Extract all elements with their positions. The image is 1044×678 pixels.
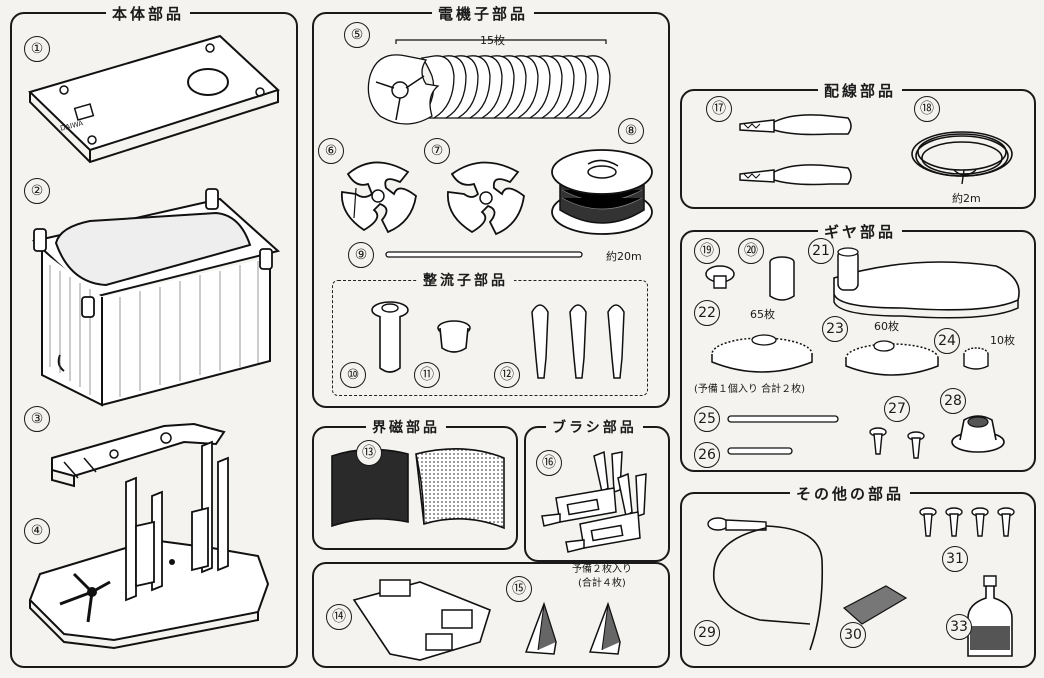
armature-core-6-illustration: [334, 148, 424, 238]
body-parts-title: 本体部品: [106, 3, 191, 24]
wiring-parts-title: 配線部品: [818, 80, 903, 101]
coil-wire-illustration: [546, 148, 658, 240]
part-number-22: 22: [694, 300, 720, 326]
body-parts-panel: 本体部品: [10, 3, 298, 668]
lower-parts-panel: [312, 562, 670, 668]
armature-sheets-illustration: [356, 36, 636, 146]
part-number-19: ⑲: [694, 238, 720, 264]
commutator-parts-title: 整流子部品: [417, 270, 514, 290]
gear-parts-title: ギヤ部品: [818, 221, 903, 242]
part-number-10: ⑩: [340, 362, 366, 388]
spare-gear-label: (予備１個入り 合計２枚): [694, 384, 805, 395]
shaft-illustration: [384, 250, 584, 260]
part-number-25: 25: [694, 406, 720, 432]
gear-parts-panel: ギヤ部品: [680, 221, 1036, 472]
sheets-count-label: 15枚: [480, 34, 505, 47]
spare-brush-label-1: 予備２枚入り: [572, 564, 632, 575]
armature-core-7-illustration: [440, 148, 530, 238]
brushes-illustration: [534, 448, 664, 558]
gear-60-label: 60枚: [874, 320, 899, 333]
other-parts-title: その他の部品: [790, 483, 911, 504]
armature-parts-title: 電機子部品: [432, 3, 535, 24]
brush-tips-illustration: [520, 598, 630, 660]
bracket-illustration: [44, 418, 234, 488]
part-number-23: 23: [822, 316, 848, 342]
wiring-parts-panel: 配線部品: [680, 80, 1036, 209]
part-number-11: ⑪: [414, 362, 440, 388]
part-number-21: 21: [808, 238, 834, 264]
commutator-parts-box: 整流子部品: [332, 270, 648, 396]
armature-parts-panel: 電機子部品: [312, 3, 670, 408]
part-number-18: ⑱: [914, 96, 940, 122]
commutator-segments-illustration: [524, 298, 634, 386]
part-number-1: ①: [24, 36, 50, 62]
motor-case-illustration: [20, 185, 290, 415]
part-number-7: ⑦: [424, 138, 450, 164]
part-number-6: ⑥: [318, 138, 344, 164]
part-number-33: 33: [946, 614, 972, 640]
part-number-28: 28: [940, 388, 966, 414]
part-number-24: 24: [934, 328, 960, 354]
lead-length-label: 約2m: [952, 192, 981, 205]
gear-10-label: 10枚: [990, 334, 1015, 347]
part-number-3: ③: [24, 406, 50, 432]
part-number-27: 27: [884, 396, 910, 422]
part-number-20: ⑳: [738, 238, 764, 264]
part-number-15: ⑮: [506, 576, 532, 602]
bushing-illustration: [434, 318, 474, 358]
field-magnets-illustration: [324, 440, 512, 540]
part-number-31: 31: [942, 546, 968, 572]
part-number-14: ⑭: [326, 604, 352, 630]
other-parts-illustration: [690, 500, 1030, 664]
part-number-5: ⑤: [344, 22, 370, 48]
brush-parts-panel: ブラシ部品: [524, 417, 670, 562]
part-number-12: ⑫: [494, 362, 520, 388]
part-number-9: ⑨: [348, 242, 374, 268]
part-number-4: ④: [24, 518, 50, 544]
alligator-clips-illustration: [734, 104, 858, 200]
part-number-26: 26: [694, 442, 720, 468]
part-number-8: ⑧: [618, 118, 644, 144]
part-number-16: ⑯: [536, 450, 562, 476]
lead-wire-coil-illustration: [904, 124, 1022, 190]
part-number-2: ②: [24, 178, 50, 204]
gear-parts-illustration: [688, 242, 1028, 464]
base-plate-illustration: [22, 436, 272, 658]
motor-lid-illustration: [20, 30, 290, 200]
part-number-13: ⑬: [356, 440, 382, 466]
wire-length-label: 約20m: [606, 250, 642, 263]
commutator-illustration: [368, 298, 412, 376]
field-parts-panel: 界磁部品: [312, 417, 518, 550]
field-parts-title: 界磁部品: [366, 417, 446, 437]
other-parts-panel: その他の部品: [680, 483, 1036, 668]
brush-holder-illustration: [350, 570, 500, 664]
part-number-17: ⑰: [706, 96, 732, 122]
brush-parts-title: ブラシ部品: [546, 417, 643, 437]
gear-65-label: 65枚: [750, 308, 775, 321]
spare-brush-label-2: (合計４枚): [578, 578, 626, 589]
part-number-30: 30: [840, 622, 866, 648]
part-number-29: 29: [694, 620, 720, 646]
